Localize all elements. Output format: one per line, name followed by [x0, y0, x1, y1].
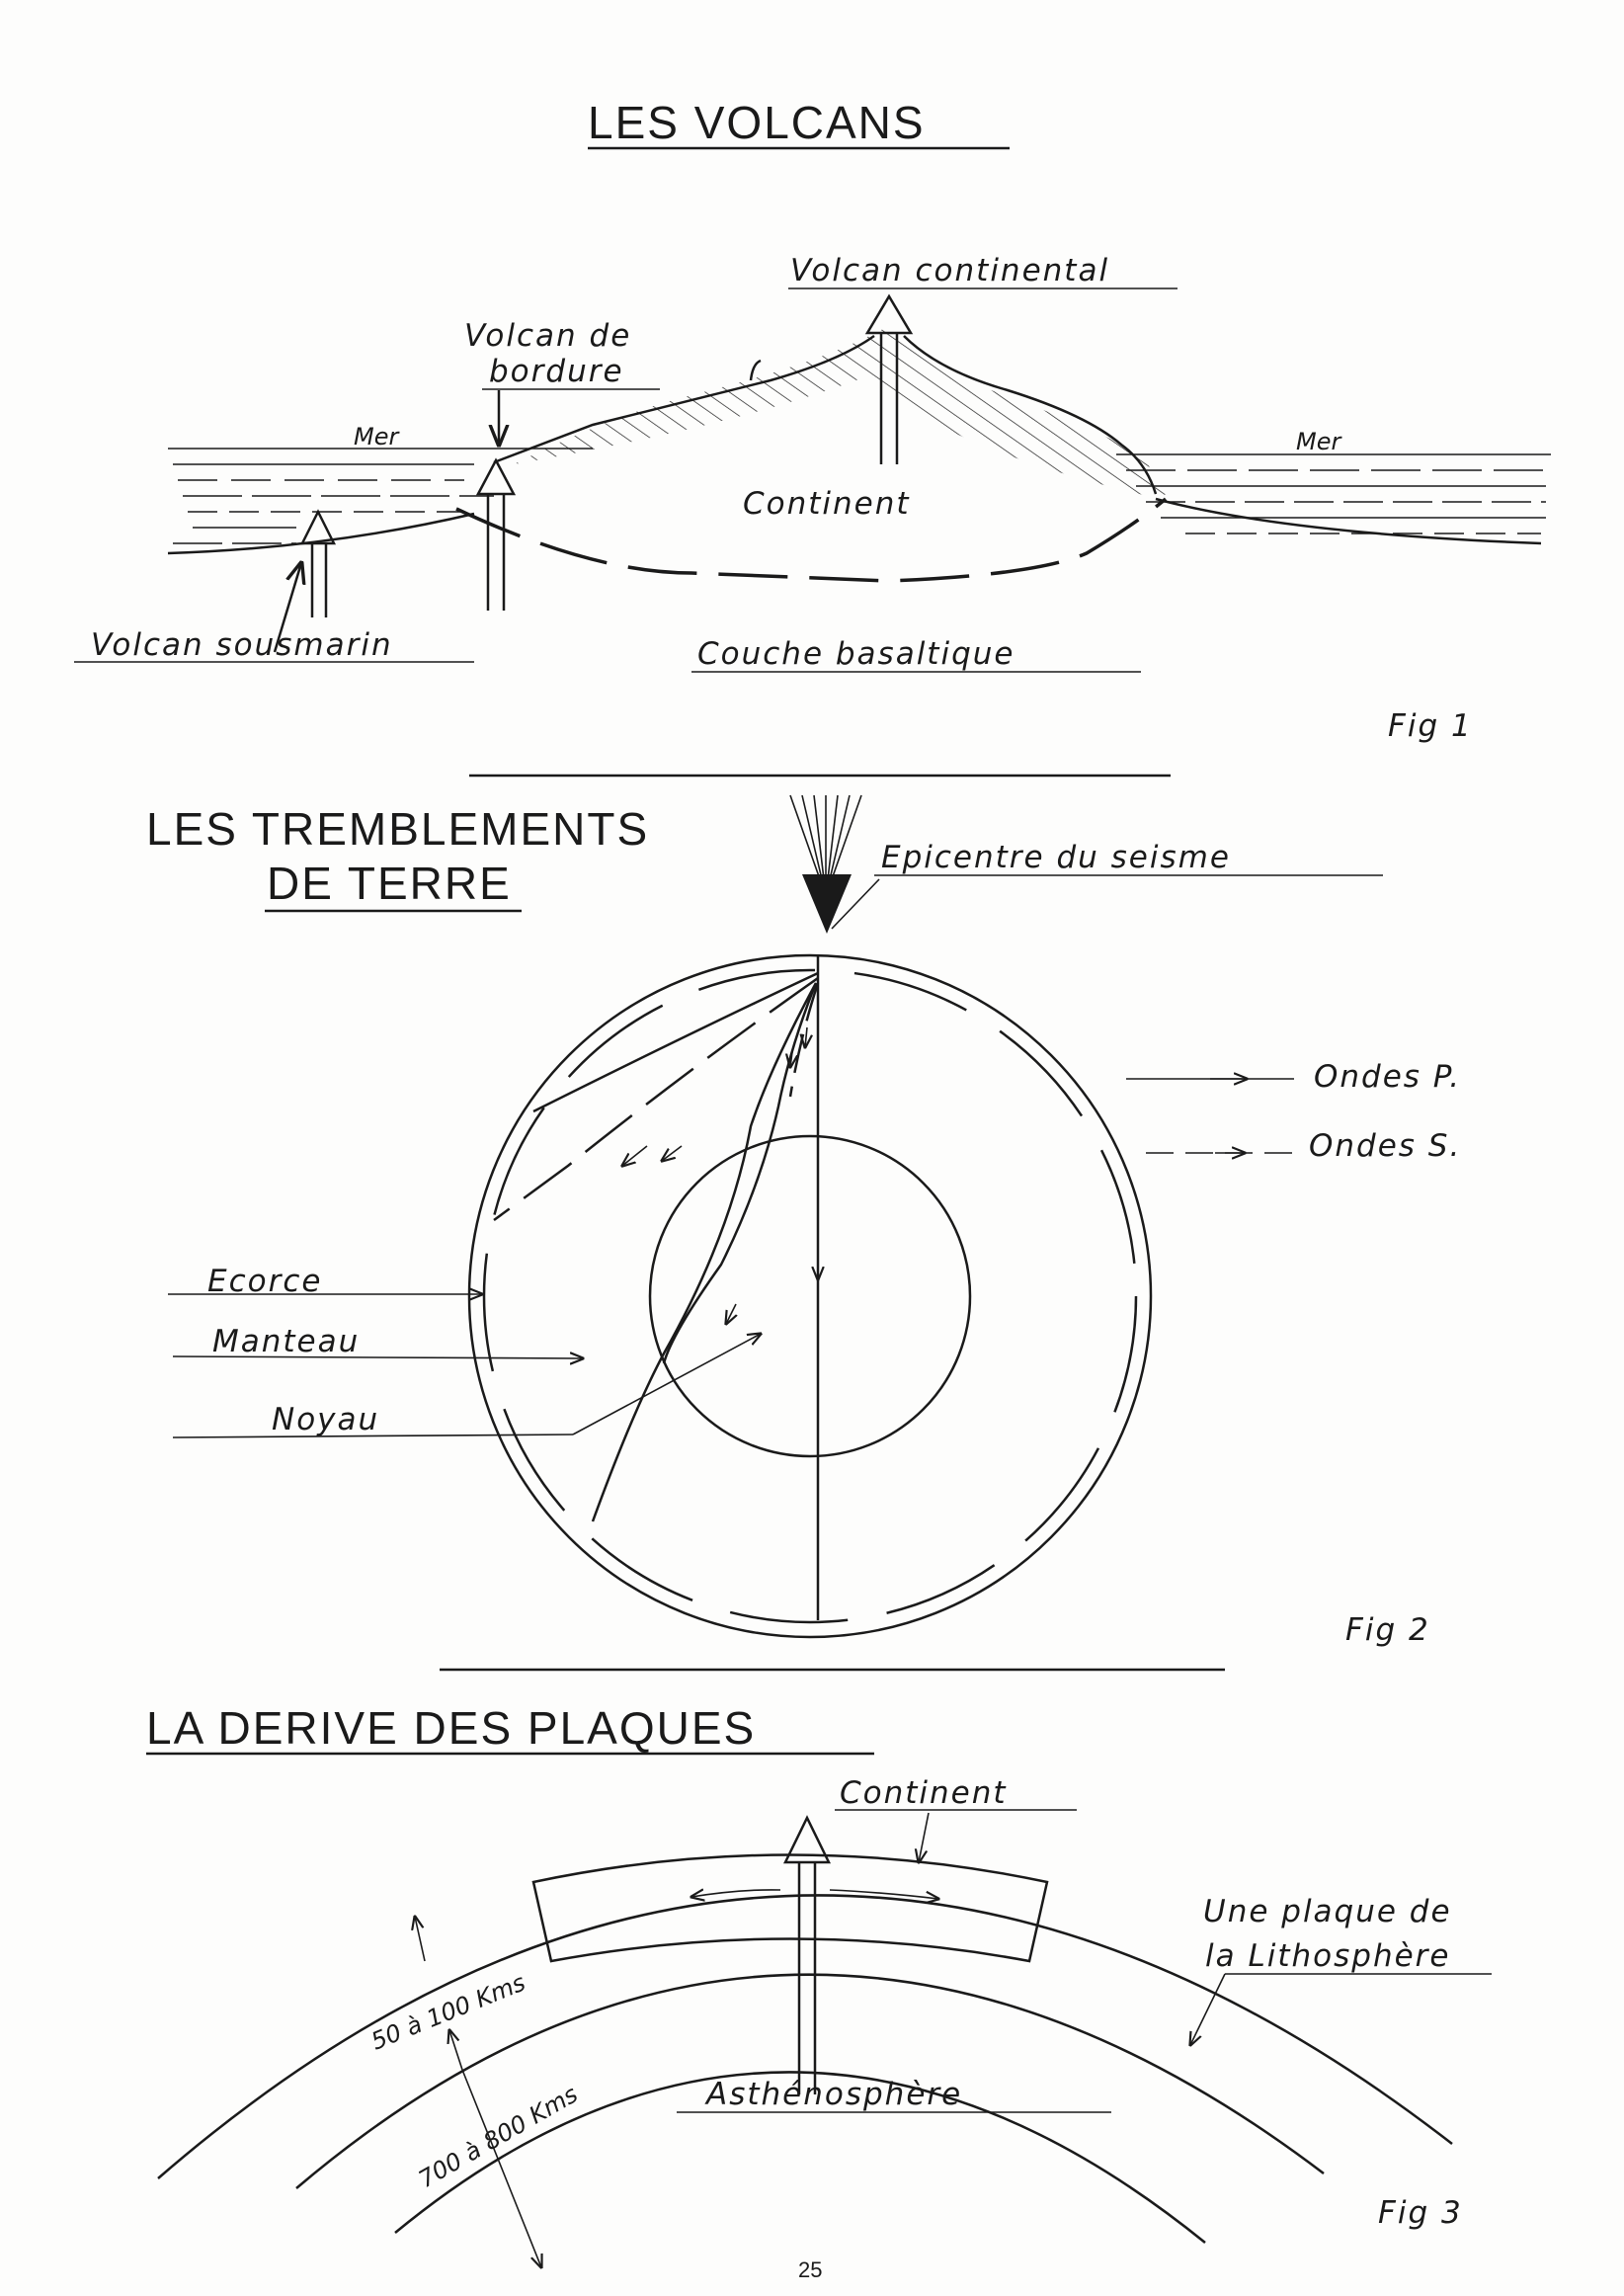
ray-p-2 — [591, 982, 818, 1522]
fig1-caption: Fig 1 — [1388, 708, 1473, 744]
label-volcan-de: Volcan de — [464, 318, 631, 354]
seafloor-right — [1155, 497, 1542, 545]
sea-right — [1116, 453, 1551, 545]
continent-slope-left — [493, 334, 875, 464]
label-asthenosphere: Asthénosphère — [704, 2077, 962, 2112]
label-volcan-continental: Volcan continental — [790, 253, 1109, 288]
volcano-bordure-icon — [475, 457, 517, 496]
ray-s-1 — [493, 976, 819, 1222]
label-continent: Continent — [743, 486, 911, 522]
ray-p-1 — [532, 971, 819, 1113]
arrow-to-sousmarin — [273, 563, 301, 653]
label-plaque-line2: la Lithosphère — [1205, 1938, 1450, 1974]
label-bordure: bordure — [489, 354, 624, 389]
fig2-caption: Fig 2 — [1345, 1612, 1430, 1648]
fig2-seismes: LES TREMBLEMENTS DE TERRE Epicentre du s… — [146, 794, 1461, 1648]
epicentre-arrow-icon — [789, 794, 862, 934]
ray-p-3 — [662, 982, 818, 1364]
continent-slope-right — [903, 335, 1158, 495]
label-plaque-line1: Une plaque de — [1203, 1894, 1452, 1929]
label-manteau: Manteau — [212, 1324, 360, 1359]
crust-boundary — [482, 968, 1138, 1624]
label-epicentre: Epicentre du seisme — [881, 840, 1231, 875]
label-couche-basaltique: Couche basaltique — [697, 636, 1015, 672]
sea-left — [167, 448, 593, 555]
continent-mark — [749, 359, 762, 381]
label-noyau: Noyau — [272, 1402, 379, 1437]
seafloor-left — [167, 512, 475, 555]
core-boundary — [648, 1134, 972, 1458]
label-mer-left: Mer — [354, 423, 400, 451]
basalt-boundary — [455, 497, 1168, 583]
fig1-title: LES VOLCANS — [588, 97, 926, 148]
fig3-caption: Fig 3 — [1378, 2195, 1463, 2231]
label-mer-right: Mer — [1296, 428, 1342, 455]
label-volcan-sousmarin: Volcan sousmarin — [91, 627, 393, 663]
volcano-continental-icon — [864, 293, 914, 335]
volcano-sousmarin-icon — [299, 509, 337, 545]
fig2-title-line2: DE TERRE — [267, 858, 512, 909]
lithosphere-top-arc — [157, 1894, 1453, 2179]
label-ecorce: Ecorce — [207, 1264, 322, 1299]
label-continent-fig3: Continent — [840, 1775, 1008, 1811]
fig1-volcans: LES VOLCANS — [74, 97, 1551, 744]
earth-surface — [467, 953, 1153, 1639]
volcano-fig3-icon — [782, 1815, 832, 1864]
label-ondes-s: Ondes S. — [1309, 1128, 1461, 1164]
label-thickness-asthenosphere: 700 à 800 Kms — [414, 2081, 583, 2194]
fig3-derive: LA DERIVE DES PLAQUES Continent Une plaq… — [146, 1702, 1492, 2267]
fig3-title: LA DERIVE DES PLAQUES — [146, 1702, 756, 1754]
label-ondes-p: Ondes P. — [1314, 1059, 1461, 1095]
fig2-title-line1: LES TREMBLEMENTS — [146, 803, 649, 855]
page-number: 25 — [798, 2257, 822, 2282]
asthenosphere-bottom-arc — [394, 2071, 1206, 2244]
continental-plate — [531, 1853, 1049, 1963]
